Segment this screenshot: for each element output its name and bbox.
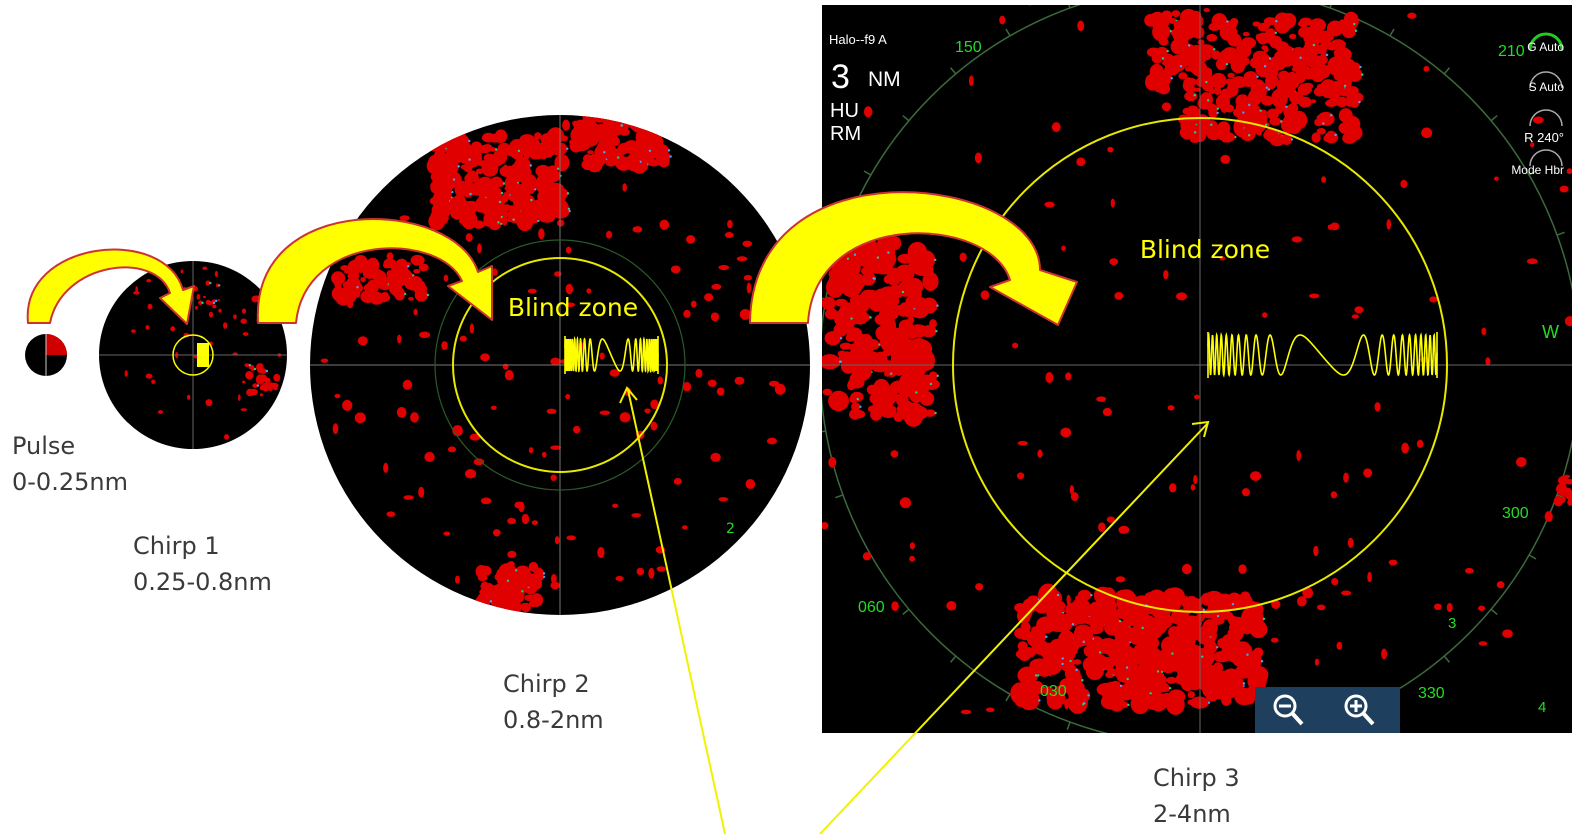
pointer-lines — [619, 386, 1210, 834]
bearing-label-030: 030 — [1040, 683, 1067, 700]
pointer-arrowhead-chirp3 — [1191, 420, 1210, 438]
caption-chirp3-name: Chirp 3 — [1153, 764, 1240, 792]
chirp1-blind-ring — [172, 334, 214, 376]
chirp1-waveform — [197, 343, 209, 367]
chirp2-waveform — [564, 335, 659, 374]
bearing-label-060: 060 — [858, 599, 885, 616]
caption-chirp2-range: 0.8-2nm — [503, 706, 604, 734]
chirp3-radar-panel: Blind zone Halo--f9 A 3 NM HU RM G Auto … — [822, 5, 1572, 733]
chirp2-blind-zone-label: Blind zone — [508, 293, 638, 322]
chirp3-waveform — [1207, 331, 1438, 378]
zoom-bar — [1255, 687, 1400, 733]
caption-pulse-name: Pulse — [12, 432, 76, 460]
bearing-label-330: 330 — [1418, 685, 1445, 702]
chirp2-range-ring-label: 2 — [726, 521, 735, 537]
chirp1-radar-disc — [99, 261, 287, 449]
radar-device-name: Halo--f9 A — [829, 32, 887, 47]
chirp3-blind-ring — [952, 117, 1448, 613]
caption-chirp3: Chirp 3 2-4nm — [1153, 760, 1240, 832]
svg-text:Mode Hbr: Mode Hbr — [1511, 163, 1564, 177]
radar-range-unit: NM — [868, 68, 901, 91]
chirp3-blind-zone-label: Blind zone — [1140, 235, 1270, 264]
chirp2-blind-ring — [452, 257, 668, 473]
pointer-line-chirp3 — [819, 422, 1209, 834]
radar-gain-control[interactable]: G Auto — [1527, 32, 1564, 54]
svg-text:R 240°: R 240° — [1524, 130, 1564, 145]
pointer-arrowhead-chirp2 — [619, 386, 638, 404]
radar-mode-control[interactable]: Mode Hbr — [1511, 149, 1564, 177]
caption-chirp1-name: Chirp 1 — [133, 532, 220, 560]
range-ring-label-3: 3 — [1448, 615, 1456, 632]
svg-text:G Auto: G Auto — [1527, 40, 1564, 54]
arrow-chirp2-to-chirp3 — [749, 191, 1078, 326]
chirp3-echoes — [822, 5, 1572, 715]
caption-chirp2: Chirp 2 0.8-2nm — [503, 666, 604, 738]
arrow-chirp1-to-chirp2 — [256, 218, 493, 324]
bearing-label-210: 210 — [1498, 43, 1525, 60]
caption-chirp3-range: 2-4nm — [1153, 800, 1231, 828]
range-ring-label-4: 4 — [1538, 699, 1546, 716]
zoom-out-icon — [1273, 694, 1304, 726]
chirp2-echoes — [320, 115, 786, 615]
radar-motion-mode: RM — [830, 123, 861, 145]
caption-pulse-range: 0-0.25nm — [12, 468, 128, 496]
caption-chirp1: Chirp 1 0.25-0.8nm — [133, 528, 272, 600]
zoom-in-button[interactable] — [1344, 694, 1375, 726]
chirp2-radar-disc: Blind zone 2 — [310, 115, 810, 615]
pulse-radar-disc — [25, 334, 67, 376]
radar-heading-mode: HU — [830, 100, 859, 122]
bearing-label-w: W — [1542, 322, 1559, 342]
radar-rain-control[interactable]: R 240° — [1524, 109, 1564, 145]
bearing-label-150: 150 — [955, 39, 982, 56]
svg-text:S Auto: S Auto — [1529, 80, 1565, 94]
caption-pulse: Pulse 0-0.25nm — [12, 428, 128, 500]
caption-chirp2-name: Chirp 2 — [503, 670, 590, 698]
arrow-pulse-to-chirp1 — [26, 248, 195, 325]
radar-range-value: 3 — [831, 58, 850, 96]
zoom-out-button[interactable] — [1273, 694, 1304, 726]
pointer-line-chirp2 — [627, 389, 726, 834]
zoom-in-icon — [1344, 694, 1375, 726]
radar-sea-control[interactable]: S Auto — [1529, 71, 1565, 94]
bearing-label-300: 300 — [1502, 505, 1529, 522]
caption-chirp1-range: 0.25-0.8nm — [133, 568, 272, 596]
